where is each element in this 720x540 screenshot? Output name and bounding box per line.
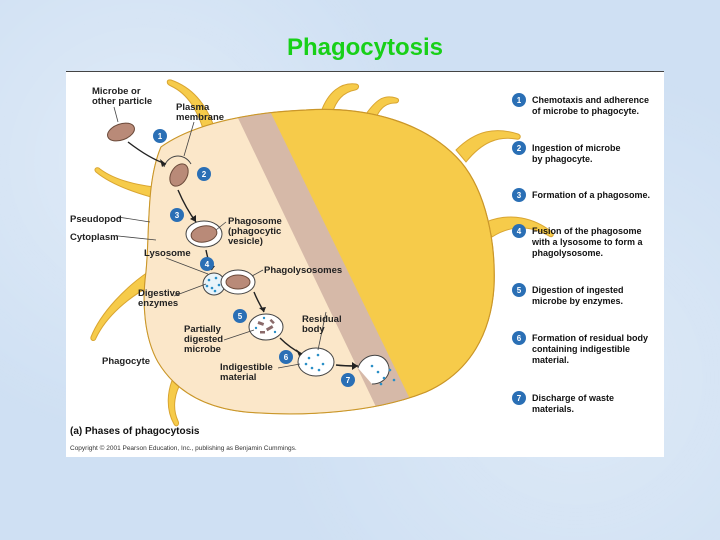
leader-lines	[113, 106, 327, 369]
residual-body	[297, 347, 335, 377]
svg-text:6: 6	[517, 334, 522, 343]
legend-step-3: 3 Formation of a phagosome.	[512, 188, 650, 202]
indigestible-particles	[304, 353, 325, 372]
pseudopod-top	[320, 83, 359, 115]
pseudopod-top-right	[365, 96, 399, 119]
lysosome-enzymes	[205, 276, 221, 293]
marker-4: 4	[200, 257, 214, 271]
svg-text:2: 2	[517, 144, 522, 153]
label-lysosome: Lysosome	[144, 248, 191, 259]
discharge-opening	[357, 354, 390, 385]
label-cytoplasm: Cytoplasm	[70, 232, 119, 243]
microbe-being-ingested	[169, 163, 189, 187]
marker-2: 2	[197, 167, 211, 181]
pseudopod-left-mid	[94, 167, 155, 198]
waste-materials	[370, 364, 396, 386]
pseudopod-right-upper	[455, 130, 521, 163]
svg-text:Formation of a phagosome.: Formation of a phagosome.	[532, 190, 650, 200]
slide-title: Phagocytosis	[286, 34, 444, 61]
svg-text:4: 4	[205, 260, 210, 269]
phagosome-microbe	[190, 225, 218, 243]
diagram-step-markers: 1 2 3 4 5 6 7	[153, 129, 355, 387]
marker-3: 3	[170, 208, 184, 222]
pseudopods	[90, 79, 554, 427]
pseudopod-bottom	[167, 371, 185, 427]
microbe	[107, 122, 135, 142]
svg-text:1: 1	[158, 132, 163, 141]
svg-text:7: 7	[346, 376, 351, 385]
pseudopod-left-low	[90, 271, 155, 341]
partially-digested-vesicle	[248, 313, 284, 341]
label-phagolysosomes: Phagolysosomes	[264, 265, 342, 276]
svg-text:3: 3	[517, 191, 522, 200]
figure-caption: (a) Phases of phagocytosis	[70, 426, 200, 437]
svg-text:2: 2	[202, 170, 207, 179]
label-pseudopod: Pseudopod	[70, 214, 122, 225]
marker-1: 1	[153, 129, 167, 143]
label-phagocyte: Phagocyte	[102, 356, 150, 367]
phagolysosome-microbe	[225, 274, 251, 290]
svg-text:4: 4	[517, 227, 522, 236]
marker-6: 6	[279, 350, 293, 364]
pseudopod-top-left	[166, 79, 217, 139]
svg-text:5: 5	[238, 312, 243, 321]
svg-text:3: 3	[175, 211, 180, 220]
panel-top-border	[66, 71, 664, 72]
svg-text:1: 1	[517, 96, 522, 105]
cell-outline	[143, 108, 495, 415]
marker-7: 7	[341, 373, 355, 387]
copyright-notice: Copyright © 2001 Pearson Education, Inc.…	[70, 444, 297, 452]
arrow-heads	[160, 159, 358, 370]
membrane-cut-band	[216, 109, 426, 414]
microbe-fragments	[257, 318, 275, 334]
svg-text:5: 5	[517, 286, 522, 295]
svg-text:6: 6	[284, 353, 289, 362]
marker-5: 5	[233, 309, 247, 323]
svg-text:7: 7	[517, 394, 522, 403]
